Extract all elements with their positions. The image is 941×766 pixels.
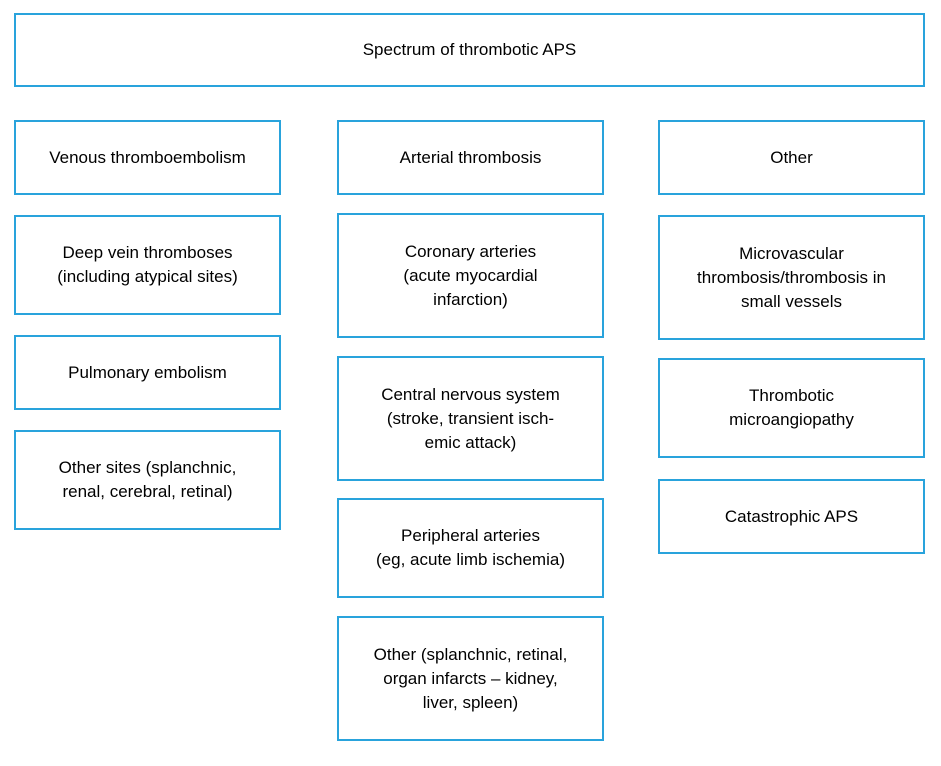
column-header-label: Arterial thrombosis <box>399 147 542 167</box>
venous-item-label: Other sites (splanchnic, renal, cerebral… <box>58 458 237 501</box>
venous-item-other-sites: Other sites (splanchnic, renal, cerebral… <box>14 430 281 530</box>
arterial-item-other: Other (splanchnic, retinal, organ infarc… <box>337 616 604 741</box>
venous-item-label: Deep vein thromboses (including atypical… <box>57 243 238 286</box>
other-item-label: Catastrophic APS <box>724 506 859 526</box>
arterial-item-peripheral: Peripheral arteries (eg, acute limb isch… <box>337 498 604 598</box>
other-item-catastrophic-aps: Catastrophic APS <box>658 479 925 554</box>
venous-item-pulmonary-embolism: Pulmonary embolism <box>14 335 281 410</box>
arterial-item-label: Other (splanchnic, retinal, organ infarc… <box>373 644 568 712</box>
other-item-microangiopathy: Thrombotic microangiopathy <box>658 358 925 458</box>
venous-item-label: Pulmonary embolism <box>68 362 227 382</box>
column-header-label: Venous thromboembolism <box>49 147 246 167</box>
venous-item-deep-vein: Deep vein thromboses (including atypical… <box>14 215 281 315</box>
other-item-label: Microvascular thrombosis/thrombosis in s… <box>697 243 886 311</box>
other-item-label: Thrombotic microangiopathy <box>729 386 854 429</box>
column-header-label: Other <box>770 147 813 167</box>
diagram-title-box: Spectrum of thrombotic APS <box>14 13 925 87</box>
diagram-title: Spectrum of thrombotic APS <box>362 40 577 59</box>
arterial-item-label: Central nervous system (stroke, transien… <box>381 384 560 452</box>
arterial-item-cns: Central nervous system (stroke, transien… <box>337 356 604 481</box>
column-header-arterial: Arterial thrombosis <box>337 120 604 195</box>
column-header-venous: Venous thromboembolism <box>14 120 281 195</box>
arterial-item-label: Coronary arteries (acute myocardial infa… <box>403 241 538 309</box>
arterial-item-coronary: Coronary arteries (acute myocardial infa… <box>337 213 604 338</box>
arterial-item-label: Peripheral arteries (eg, acute limb isch… <box>376 526 565 569</box>
other-item-microvascular: Microvascular thrombosis/thrombosis in s… <box>658 215 925 340</box>
column-header-other: Other <box>658 120 925 195</box>
